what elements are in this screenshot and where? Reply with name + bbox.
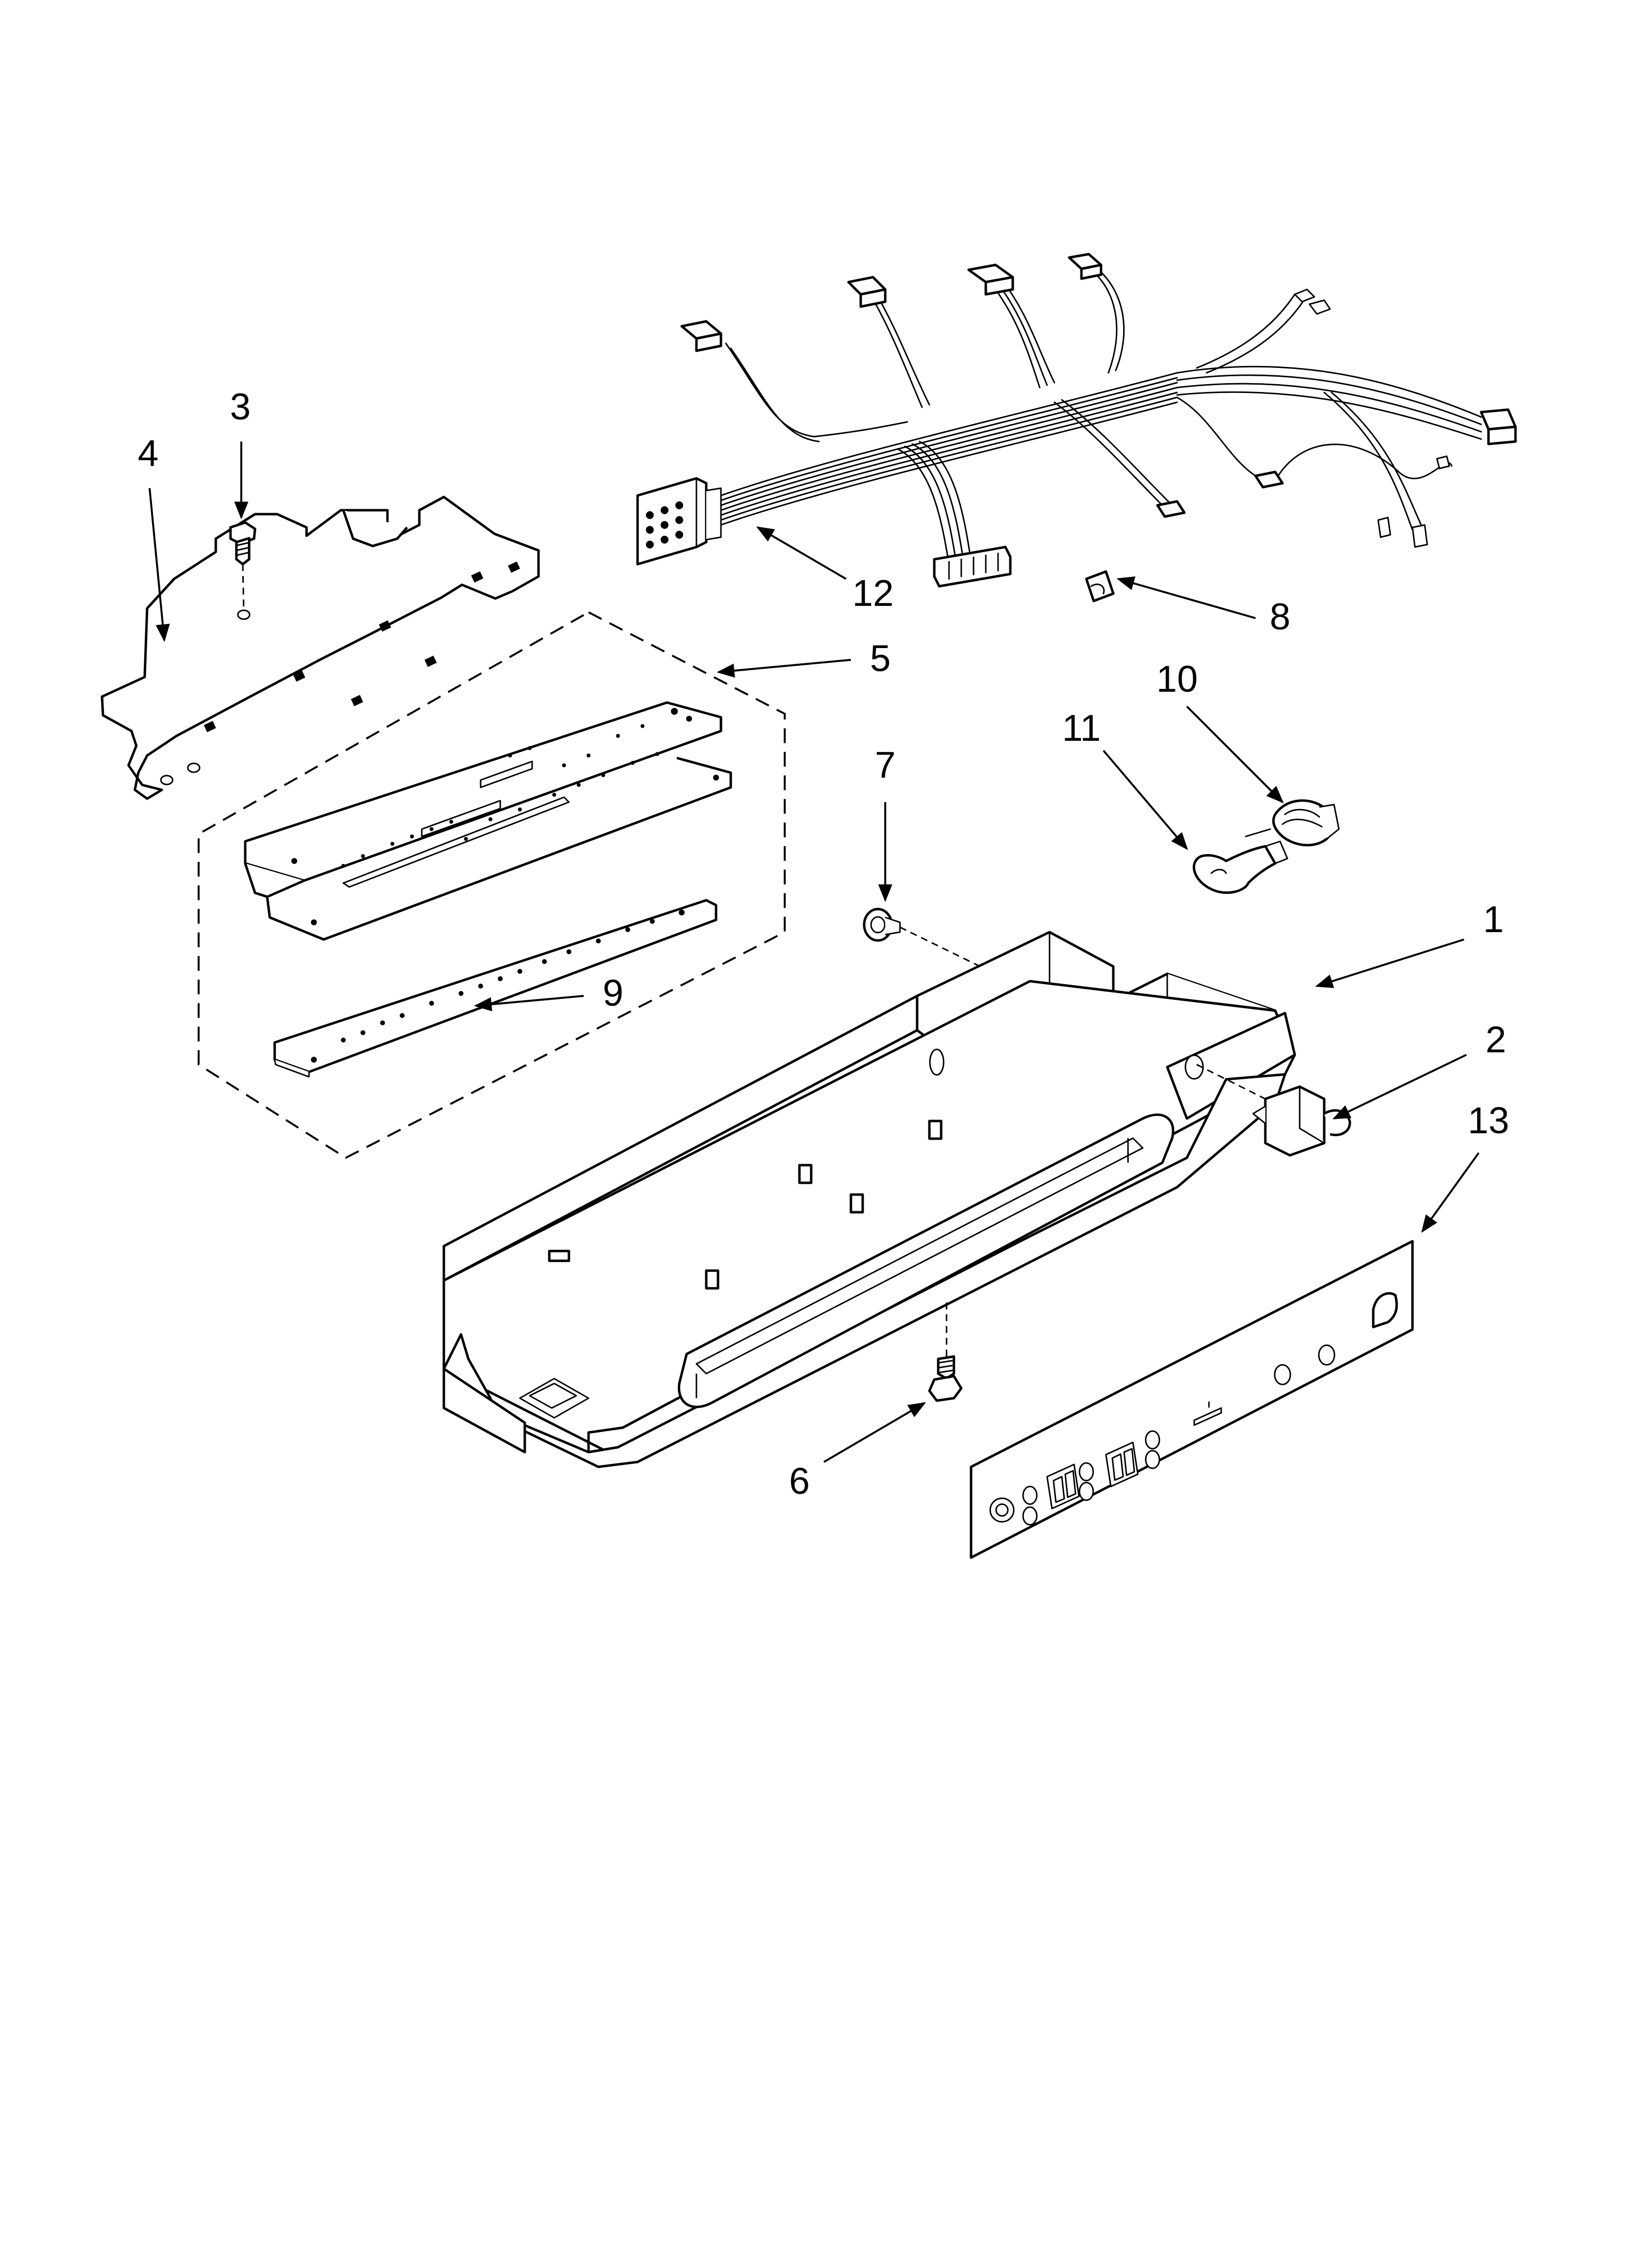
callout-6: 6 [789, 1460, 810, 1502]
leader-6 [823, 1402, 926, 1463]
wire-harness [636, 253, 1517, 588]
leader-12 [756, 526, 847, 580]
leader-4 [149, 488, 170, 642]
leader-10 [1186, 705, 1284, 804]
leader-lines [149, 442, 1480, 1463]
leader-9 [474, 995, 584, 1012]
mounting-plate [101, 495, 540, 800]
leader-5 [717, 659, 851, 678]
wire-clip [1085, 570, 1115, 602]
control-board [244, 701, 732, 941]
leader-13 [1421, 1152, 1480, 1233]
callout-11: 11 [1062, 707, 1101, 749]
lamp-socket [1245, 799, 1340, 847]
callout-13: 13 [1468, 1100, 1510, 1142]
door-switch [1252, 1085, 1351, 1157]
grommet [863, 908, 1011, 982]
callout-4: 4 [138, 433, 158, 474]
callout-3: 3 [230, 386, 251, 428]
callout-5: 5 [870, 638, 891, 679]
callout-9: 9 [603, 972, 623, 1014]
leader-2 [1332, 1054, 1467, 1120]
leader-8 [1116, 576, 1256, 619]
callout-12: 12 [852, 573, 894, 614]
screw-6 [928, 1303, 963, 1402]
callout-10: 10 [1156, 658, 1198, 700]
callout-7: 7 [875, 744, 896, 786]
control-housing [442, 931, 1296, 1468]
callout-1: 1 [1483, 899, 1504, 940]
callout-2: 2 [1486, 1019, 1506, 1061]
screw-3 [229, 521, 257, 566]
light-bulb [1193, 840, 1288, 894]
leader-11 [1103, 750, 1188, 850]
board-assembly-outline [198, 611, 786, 1159]
callout-8: 8 [1270, 596, 1290, 638]
led-board [273, 899, 718, 1078]
control-overlay [970, 1240, 1414, 1559]
leader-1 [1315, 938, 1464, 988]
callout-labels: 1 2 3 4 5 6 7 8 9 10 11 12 13 [138, 386, 1509, 1502]
